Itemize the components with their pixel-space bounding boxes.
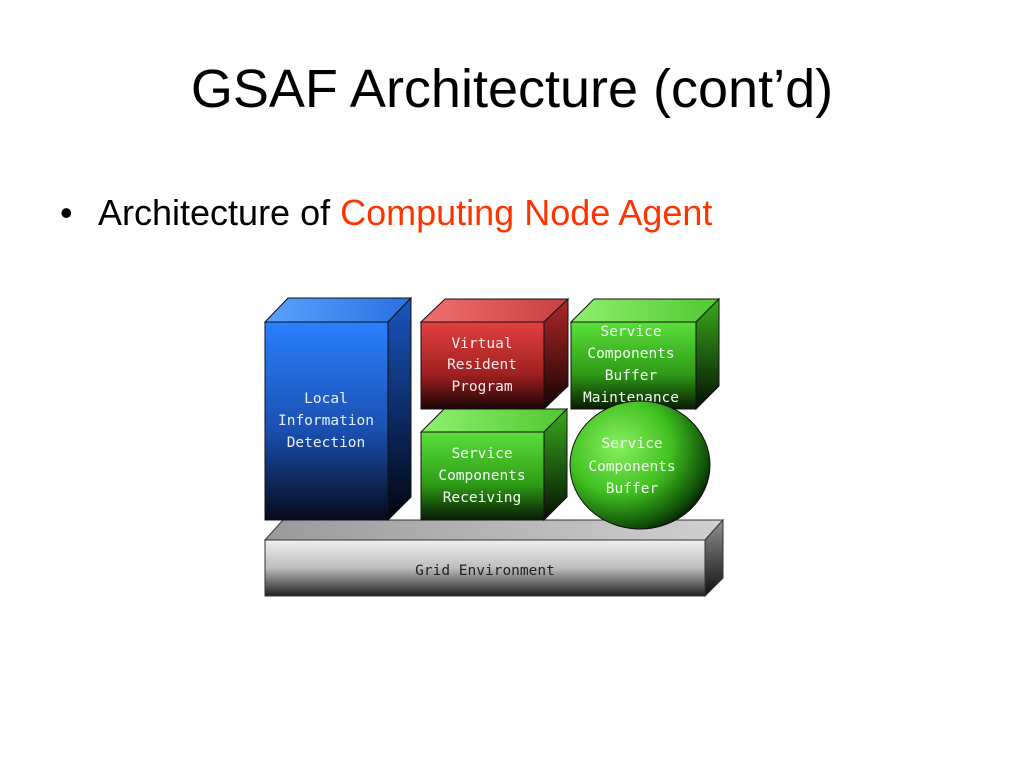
virtual-resident-line-3: Program: [451, 379, 512, 395]
components-receiving-line-3: Receiving: [443, 490, 522, 506]
virtual-resident-line-2: Resident: [447, 357, 517, 373]
buffer-maintenance-line-2: Components: [587, 346, 674, 362]
virtual-resident-program-block: Virtual Resident Program: [419, 297, 570, 411]
components-receiving-line-2: Components: [438, 468, 525, 484]
grid-environment-block: Grid Environment: [263, 518, 725, 598]
bullet-dot: •: [60, 192, 73, 233]
components-buffer-sphere: Service Components Buffer: [569, 400, 711, 530]
buffer-maintenance-line-3: Buffer: [605, 368, 658, 384]
virtual-resident-line-1: Virtual: [451, 336, 512, 352]
local-information-detection-block: Local Information Detection: [263, 296, 413, 522]
components-buffer-line-3: Buffer: [606, 481, 659, 497]
components-receiving-line-1: Service: [451, 446, 512, 462]
components-buffer-line-2: Components: [588, 459, 675, 475]
bullet-text: Architecture of: [98, 192, 341, 233]
components-buffer-line-1: Service: [601, 436, 662, 452]
buffer-maintenance-line-1: Service: [600, 324, 661, 340]
local-information-line-3: Detection: [287, 435, 366, 451]
grid-environment-label: Grid Environment: [415, 563, 555, 579]
local-information-line-2: Information: [278, 413, 374, 429]
local-information-line-1: Local: [304, 391, 348, 407]
buffer-maintenance-block: Service Components Buffer Maintenance: [569, 297, 721, 411]
bullet-item: • Architecture of Computing Node Agent: [60, 192, 712, 234]
bullet-highlight: Computing Node Agent: [340, 192, 713, 233]
slide-title: GSAF Architecture (cont’d): [190, 59, 834, 119]
components-receiving-block: Service Components Receiving: [419, 407, 569, 522]
